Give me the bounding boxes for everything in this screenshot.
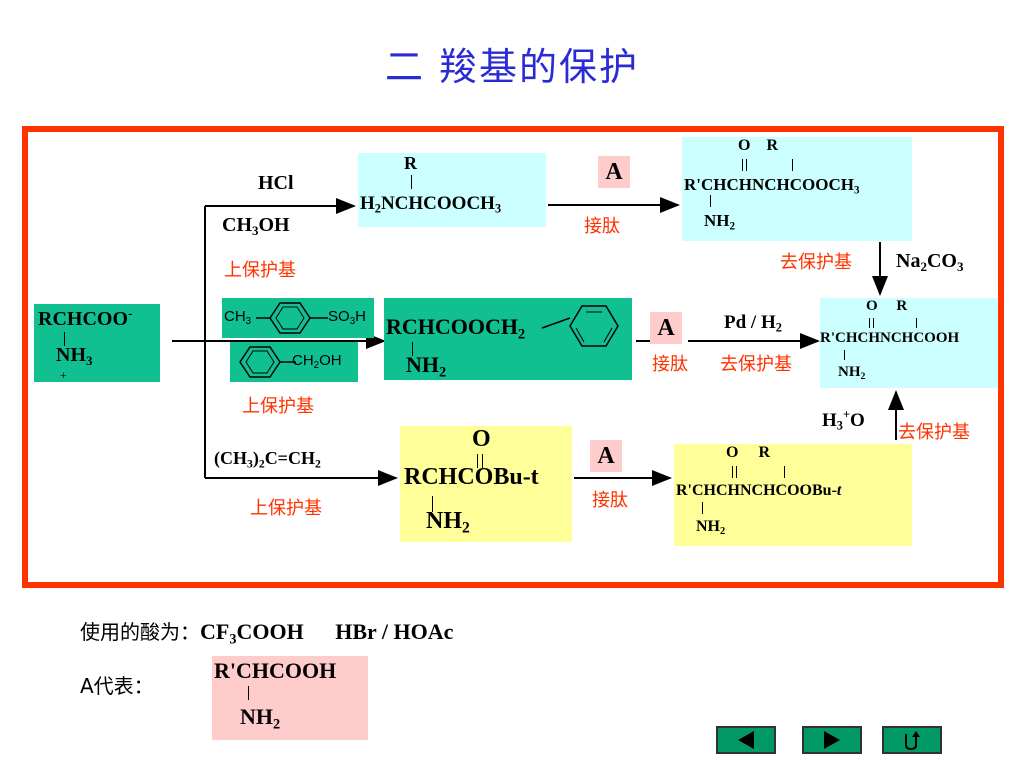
- prev-slide-button[interactable]: [716, 726, 776, 754]
- benzene-ring-icon: [541, 305, 619, 347]
- return-button[interactable]: [882, 726, 942, 754]
- page-title: 二 羧基的保护: [384, 45, 640, 89]
- amino-acid-start: RCHCOO- NH3 +: [34, 304, 160, 382]
- coupling-label-2: 接肽: [652, 354, 688, 375]
- prev-icon: [738, 731, 754, 749]
- reagent-hydronium: H3+O: [822, 407, 865, 433]
- a-definition-box: R'CHCOOH NH2: [212, 656, 368, 740]
- acids-note: 使用的酸为：CF3COOH HBr / HOAc: [80, 619, 454, 648]
- benzyl-ester-formula: RCHCOOCH2: [386, 314, 526, 343]
- a-definition-label: A代表：: [80, 674, 154, 698]
- protect-label-2: 上保护基: [242, 396, 314, 417]
- benzene-ring-icon: [256, 302, 328, 334]
- reagent-isobutylene: (CH3)2C=CH2: [214, 448, 321, 471]
- tbutyl-ester-box: O RCHCOBu-t NH2: [400, 426, 572, 542]
- methyl-ester-box: R H2NCHCOOCH3: [358, 153, 546, 227]
- reagent-a-3: A: [590, 440, 622, 472]
- tbutyl-ester-formula: RCHCOBu-t: [404, 464, 539, 490]
- reagent-sodium-carbonate: Na2CO3: [896, 250, 964, 274]
- methyl-ester-formula: H2NCHCOOCH3: [360, 193, 502, 216]
- protect-label-3: 上保护基: [250, 498, 322, 519]
- deprotect-label-3: 去保护基: [898, 422, 970, 443]
- dipeptide-tbutyl-ester-formula: R'CHCHNCHCOOBu-t: [676, 482, 842, 499]
- coupling-label-3: 接肽: [592, 490, 628, 511]
- start-formula: RCHCOO: [38, 308, 128, 330]
- dipeptide-methyl-ester-box: O R R'CHCHNCHCOOCH3 NH2: [682, 137, 912, 241]
- final-dipeptide-formula: R'CHCHNCHCOOH: [820, 330, 960, 346]
- benzyl-alcohol-group: CH2OH: [292, 352, 342, 371]
- start-amine: NH: [56, 344, 86, 366]
- reagent-methanol: CH3OH: [222, 214, 290, 238]
- return-icon: [905, 731, 920, 751]
- positive-charge: +: [60, 368, 67, 382]
- dipeptide-methyl-ester-formula: R'CHCHNCHCOOCH3: [684, 175, 860, 197]
- next-icon: [824, 731, 840, 749]
- tosic-sulfonic: SO3H: [328, 308, 366, 327]
- scheme-frame: [22, 126, 1004, 588]
- deprotect-label-1: 去保护基: [780, 252, 852, 273]
- coupling-label-1: 接肽: [584, 216, 620, 237]
- negative-charge: -: [128, 305, 133, 321]
- next-slide-button[interactable]: [802, 726, 862, 754]
- dipeptide-tbutyl-ester-box: O R R'CHCHNCHCOOBu-t NH2: [674, 444, 912, 546]
- tosic-methyl: CH3: [224, 308, 252, 327]
- tosic-acid-box: CH3 SO3H: [222, 298, 374, 338]
- benzyl-ester-box: RCHCOOCH2 NH2: [384, 298, 632, 380]
- protect-label-1: 上保护基: [224, 260, 296, 281]
- final-dipeptide-box: O R R'CHCHNCHCOOH NH2: [820, 298, 998, 388]
- reagent-pd-h2: Pd / H2: [724, 312, 782, 335]
- reagent-a-2: A: [650, 312, 682, 344]
- reagent-a-1: A: [598, 156, 630, 188]
- benzyl-alcohol-box: CH2OH: [230, 342, 358, 382]
- reagent-hcl: HCl: [258, 172, 294, 194]
- benzene-ring-icon: [239, 346, 296, 378]
- a-formula: R'CHCOOH: [214, 658, 337, 683]
- deprotect-label-2: 去保护基: [720, 354, 792, 375]
